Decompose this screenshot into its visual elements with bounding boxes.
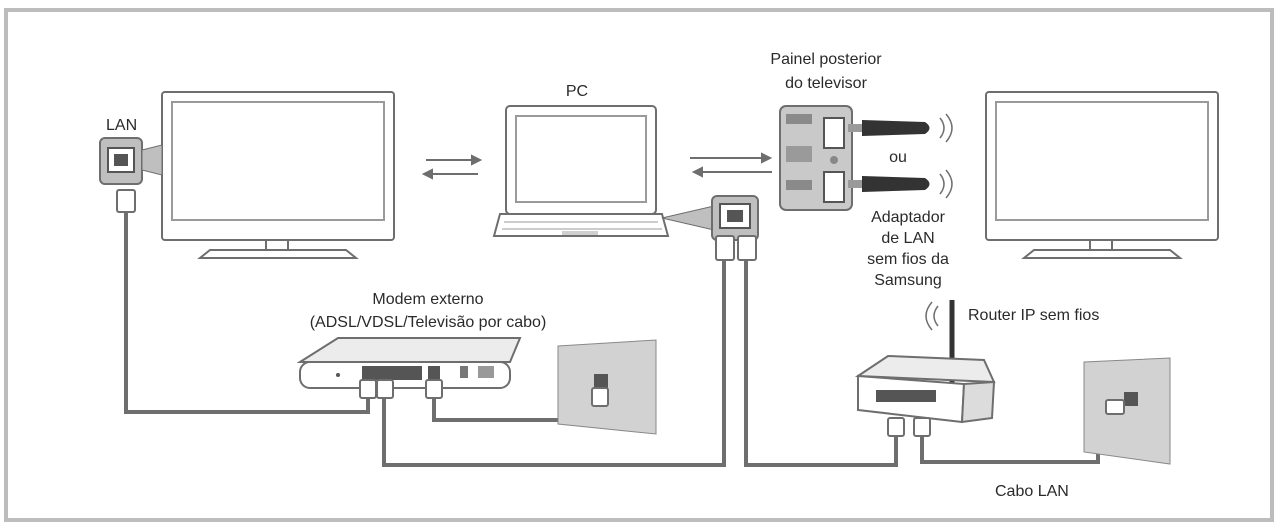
tv-back-panel <box>779 105 853 211</box>
label-adapter-3: sem fios da <box>867 251 949 268</box>
label-cable-lan: Cabo LAN <box>995 483 1069 500</box>
label-tv-back-panel-2: do televisor <box>785 75 867 92</box>
label-modem-2: (ADSL/VDSL/Televisão por cabo) <box>309 314 547 331</box>
label-pc: PC <box>565 83 589 100</box>
wireless-router <box>854 300 996 437</box>
label-router: Router IP sem fios <box>968 307 1100 324</box>
cable-pc-to-router <box>744 258 898 467</box>
label-lan: LAN <box>106 117 138 134</box>
arrows-tv-pc <box>421 154 483 180</box>
lan-port-callout <box>99 137 163 213</box>
laptop-pc <box>492 105 670 237</box>
wall-outlet-router <box>1083 357 1171 465</box>
arrows-pc-panel <box>690 152 773 178</box>
label-ou: ou <box>889 149 907 166</box>
cable-modem-to-pc <box>382 258 726 467</box>
pc-lan-port-callout <box>661 195 759 261</box>
wireless-adapters <box>848 113 953 199</box>
label-adapter-2: de LAN <box>881 230 935 247</box>
label-adapter-1: Adaptador <box>871 209 945 226</box>
label-modem-1: Modem externo <box>372 291 484 308</box>
wireless-adapter-top <box>848 113 953 143</box>
tv-left <box>161 91 395 259</box>
tv-right <box>985 91 1219 259</box>
diagram-border <box>4 8 1274 522</box>
wall-outlet-modem <box>557 339 657 435</box>
cables <box>124 205 1121 467</box>
wireless-adapter-bottom <box>848 169 953 199</box>
label-tv-back-panel-1: Painel posterior <box>770 51 882 68</box>
label-adapter-4: Samsung <box>874 272 942 289</box>
external-modem <box>296 337 522 399</box>
cable-tv-to-modem <box>124 205 370 414</box>
